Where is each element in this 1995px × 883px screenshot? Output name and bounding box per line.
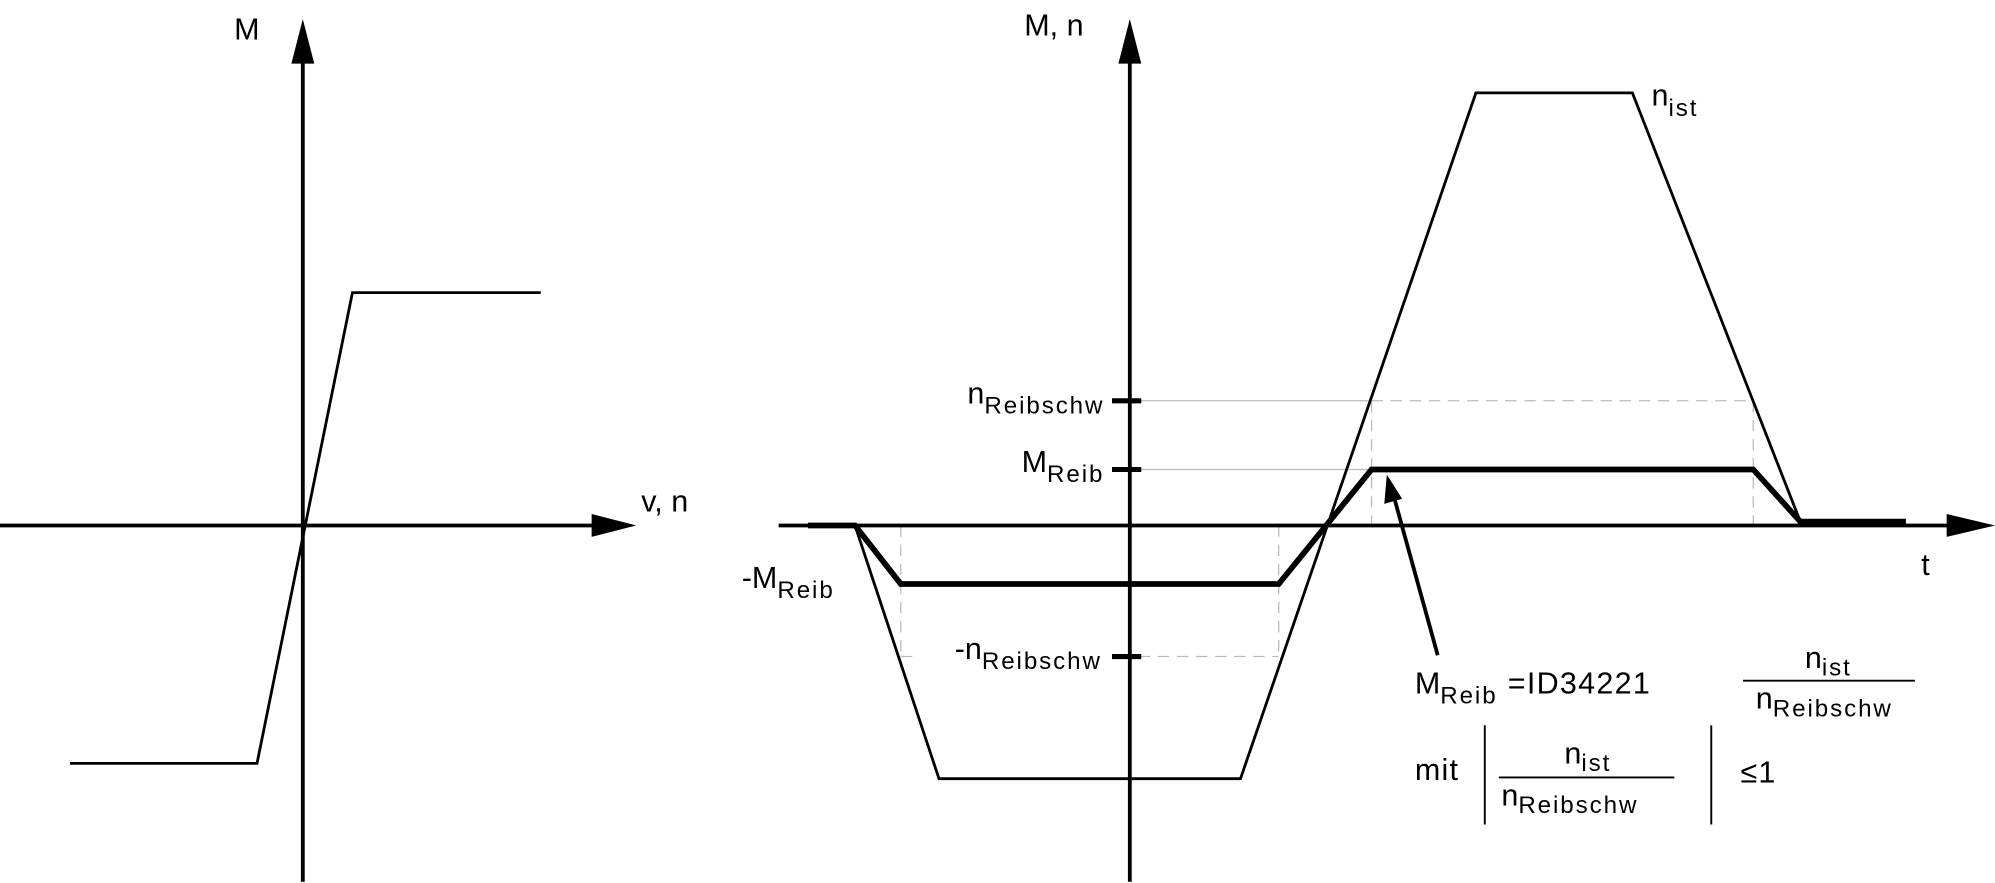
time-arrow-icon — [1946, 514, 1995, 537]
formula-numerator: nist — [1805, 641, 1852, 682]
formula-denominator: nReibschw — [1756, 682, 1893, 723]
m-reib-label: MReib — [1022, 445, 1105, 488]
n-reibschw-label: nReibschw — [967, 376, 1104, 419]
speed-curve-n-ist — [853, 91, 1802, 781]
left-x-arrow-icon — [591, 514, 637, 537]
right-y-label: M, n — [1024, 9, 1083, 43]
condition-numerator: nist — [1564, 736, 1611, 777]
left-diagram: M v, n — [0, 12, 688, 882]
friction-characteristic-curve — [69, 291, 541, 765]
right-diagram: M, n t nist nReibschw MReib -MReib -nRei… — [742, 9, 1995, 882]
mit-label: mit — [1415, 753, 1460, 787]
pointer-arrow-icon — [1384, 474, 1403, 504]
left-x-label: v, n — [641, 484, 688, 518]
formula-lhs: MReib=ID34221 — [1415, 666, 1651, 709]
left-y-label: M — [234, 12, 259, 46]
bound-value: 1 — [1758, 755, 1775, 789]
right-y-arrow-icon — [1118, 19, 1142, 64]
formula: MReib=ID34221 nist nReibschw mit nist nR… — [1415, 641, 1915, 825]
n-ist-label: nist — [1651, 79, 1698, 122]
time-label: t — [1921, 548, 1930, 582]
leq-symbol: ≤ — [1741, 755, 1758, 789]
friction-torque-curve — [807, 466, 1906, 587]
neg-n-reibschw-label: -nReibschw — [955, 632, 1102, 675]
neg-m-reib-label: -MReib — [742, 561, 835, 604]
pointer-line — [1392, 498, 1440, 656]
condition-denominator: nReibschw — [1501, 778, 1638, 819]
left-y-arrow-icon — [291, 19, 315, 64]
